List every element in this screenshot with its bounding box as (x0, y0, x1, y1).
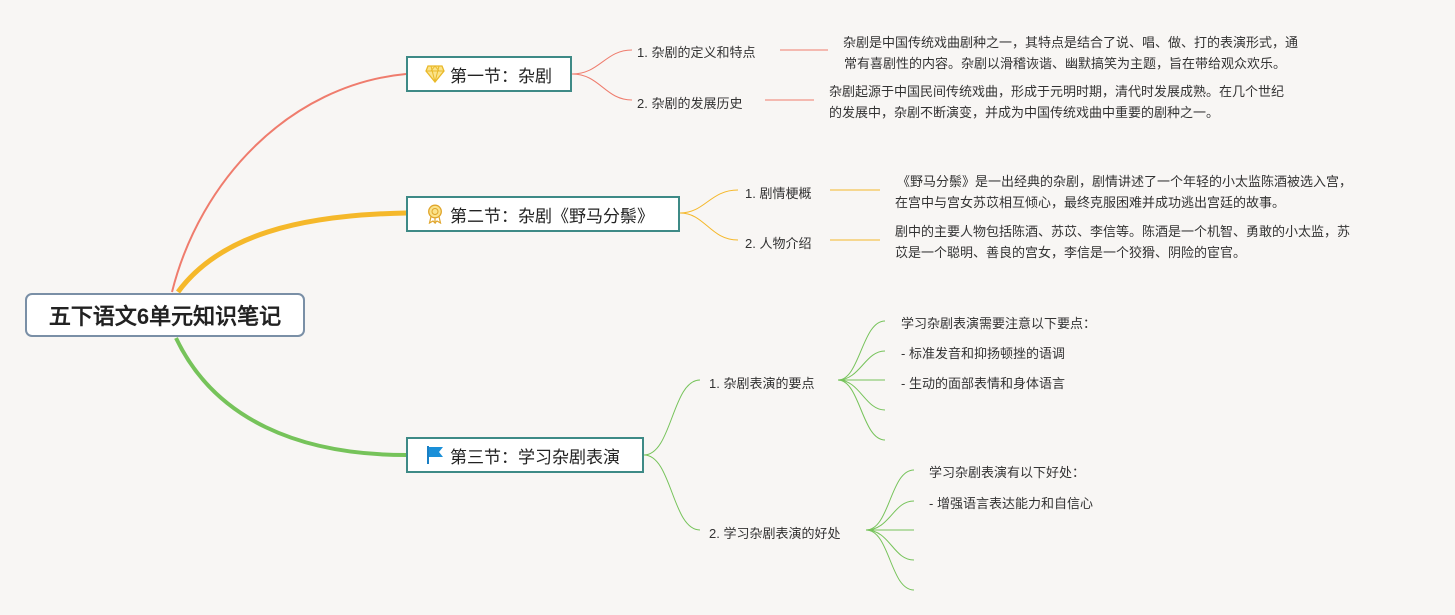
s3-c2-item-2: - 增强语言表达能力和自信心 (929, 496, 1093, 511)
s3-c2-item-1: 学习杂剧表演有以下好处： (929, 465, 1086, 480)
section-1-topic[interactable]: 第一节：杂剧 (406, 56, 572, 92)
connector-s1-c2 (571, 73, 633, 101)
s3-child-2-label[interactable]: 2. 学习杂剧表演的好处 (709, 526, 841, 541)
section-3-label: 第三节：学习杂剧表演 (450, 447, 620, 467)
fan-s3-c1 (837, 320, 886, 441)
section-2-topic[interactable]: 第二节：杂剧《野马分鬃》 (406, 196, 680, 232)
s1-child-1-label[interactable]: 1. 杂剧的定义和特点 (637, 45, 756, 60)
s2-child-2-text: 剧中的主要人物包括陈酒、苏苡、李信等。陈酒是一个机智、勇敢的小太监，苏 苡是一个… (895, 224, 1351, 260)
s1-child-2-text: 杂剧起源于中国民间传统戏曲，形成于元明时期，清代时发展成熟。在几个世纪 的发展中… (829, 84, 1285, 120)
connector-root-section1 (171, 73, 407, 293)
connector-s1-c1 (571, 49, 633, 75)
diamond-icon (424, 63, 446, 85)
fan-s3-c2 (865, 469, 915, 591)
connector-s3-c1 (643, 379, 701, 456)
connector-root-section2 (175, 210, 407, 294)
s1-child-1-text: 杂剧是中国传统戏曲剧种之一，其特点是结合了说、唱、做、打的表演形式，通 常有喜剧… (843, 35, 1299, 71)
flag-icon (424, 444, 446, 466)
s1-child-2-label[interactable]: 2. 杂剧的发展历史 (637, 96, 743, 111)
section-2-label: 第二节：杂剧《野马分鬃》 (450, 206, 654, 226)
s2-child-2-label[interactable]: 2. 人物介绍 (745, 236, 812, 251)
connector-s3-c2 (643, 454, 701, 531)
connector-s2-c1 (679, 189, 739, 214)
s3-c1-item-1: 学习杂剧表演需要注意以下要点： (901, 316, 1097, 331)
s2-child-1-text: 《野马分鬃》是一出经典的杂剧，剧情讲述了一个年轻的小太监陈酒被选入宫， 在宫中与… (895, 174, 1353, 210)
s3-c1-item-3: - 生动的面部表情和身体语言 (901, 376, 1065, 391)
s3-c1-item-2: - 标准发音和抑扬顿挫的语调 (901, 346, 1065, 361)
connector-root-section3 (174, 337, 407, 457)
s2-child-1-label[interactable]: 1. 剧情梗概 (745, 186, 812, 201)
root-topic[interactable]: 五下语文6单元知识笔记 (25, 293, 305, 337)
connector-s2-c2 (679, 212, 739, 241)
section-3-topic[interactable]: 第三节：学习杂剧表演 (406, 437, 644, 473)
medal-icon (424, 203, 446, 225)
s3-child-1-label[interactable]: 1. 杂剧表演的要点 (709, 376, 815, 391)
section-1-label: 第一节：杂剧 (450, 66, 552, 86)
